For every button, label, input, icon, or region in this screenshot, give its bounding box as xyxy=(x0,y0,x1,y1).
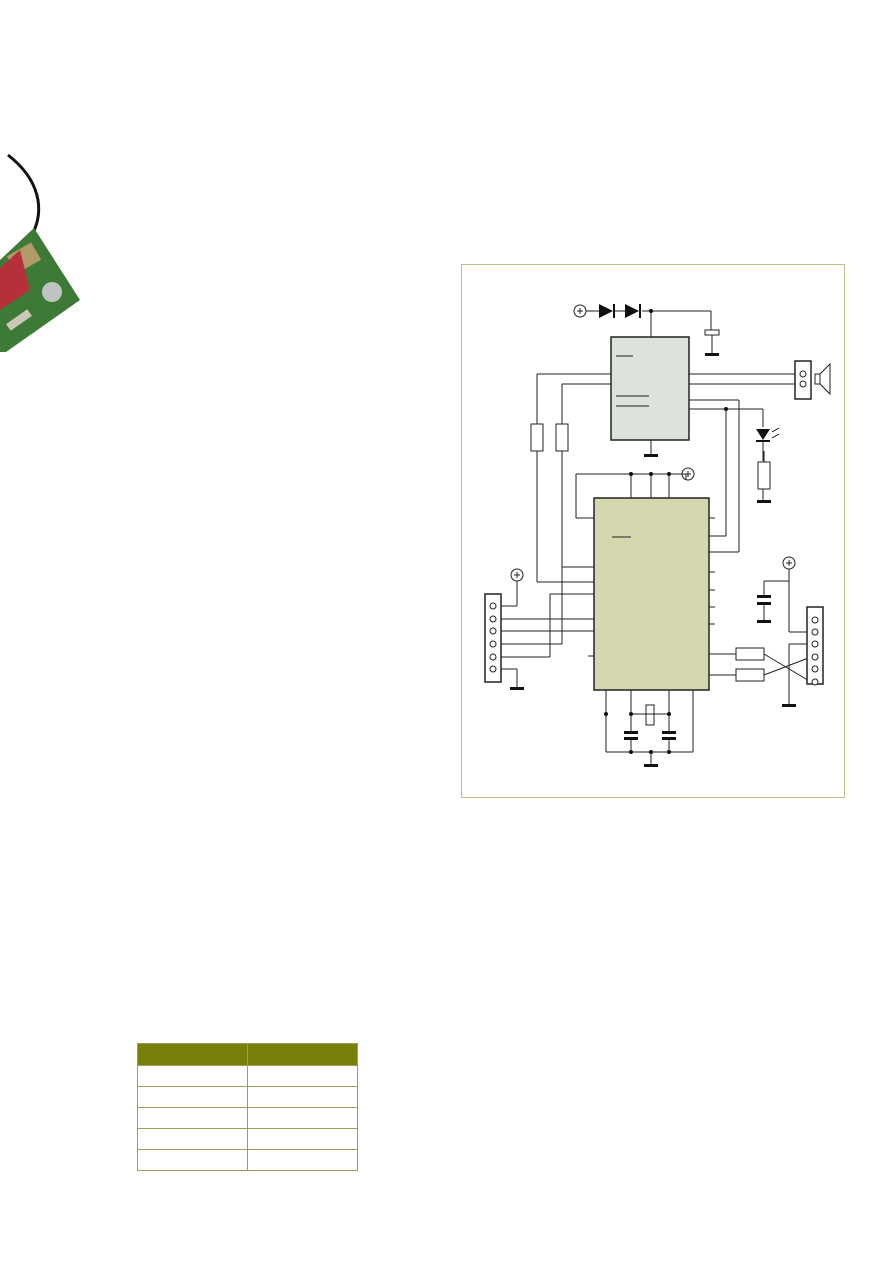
header-pins xyxy=(6,309,32,331)
table-header-row xyxy=(137,1043,358,1066)
table-row xyxy=(137,1086,358,1108)
resistor-rx xyxy=(735,668,765,682)
table-row xyxy=(137,1107,358,1129)
ground-symbol xyxy=(782,704,796,707)
table-header-cell xyxy=(137,1043,248,1066)
table-cell xyxy=(247,1149,358,1171)
ground-symbol xyxy=(644,454,658,457)
table-row xyxy=(137,1149,358,1171)
table-cell xyxy=(247,1107,358,1129)
table-row xyxy=(137,1065,358,1087)
amplifier-ic xyxy=(610,336,690,441)
ground-symbol xyxy=(644,764,658,767)
table-cell xyxy=(137,1065,248,1087)
crystal xyxy=(645,704,655,726)
diode-d1 xyxy=(599,304,613,318)
speaker-icon xyxy=(814,373,821,385)
ground-symbol xyxy=(757,620,771,623)
capacitor xyxy=(757,602,771,605)
capacitor xyxy=(624,731,638,734)
capacitor-component xyxy=(42,282,62,302)
electrolytic-capacitor xyxy=(704,329,720,336)
capacitor xyxy=(662,737,676,740)
speaker-connector xyxy=(794,360,812,400)
microcontroller-ic xyxy=(593,497,710,691)
table-cell xyxy=(137,1086,248,1108)
table-cell xyxy=(247,1086,358,1108)
resistor-led xyxy=(757,461,771,490)
ground-symbol xyxy=(510,687,524,690)
ground-symbol xyxy=(757,500,771,503)
table-cell xyxy=(247,1065,358,1087)
ground-symbol xyxy=(705,353,719,356)
pcb-photo xyxy=(0,153,80,352)
left-connector xyxy=(484,593,502,683)
table-row xyxy=(137,1128,358,1150)
parts-table xyxy=(137,1043,358,1171)
red-module xyxy=(0,250,30,310)
table-cell xyxy=(247,1128,358,1150)
capacitor xyxy=(624,737,638,740)
capacitor xyxy=(757,595,771,598)
resistor-r2 xyxy=(555,423,569,452)
circuit-schematic xyxy=(484,304,831,767)
schematic-frame xyxy=(461,264,845,798)
table-cell xyxy=(137,1128,248,1150)
antenna-wire xyxy=(7,153,41,236)
table-cell xyxy=(137,1149,248,1171)
capacitor xyxy=(662,731,676,734)
table-header-cell xyxy=(247,1043,358,1066)
resistor-tx xyxy=(735,647,765,661)
table-cell xyxy=(137,1107,248,1129)
diode-d2 xyxy=(625,304,639,318)
led xyxy=(756,429,770,440)
resistor-r1 xyxy=(530,423,544,452)
